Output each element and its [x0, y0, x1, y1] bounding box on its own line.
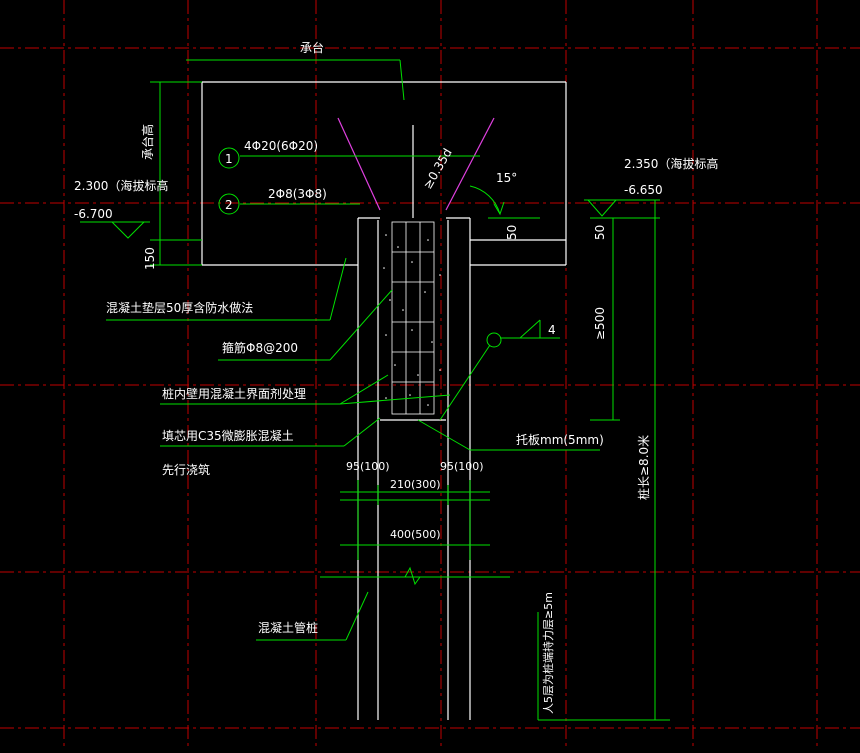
drawing-labels: 承台 4Φ20(6Φ20) 2Φ8(3Φ8) 1 2 ≥0.35d 15° 承台… — [74, 40, 718, 714]
cushion-label: 混凝土垫层50厚含防水做法 — [106, 300, 253, 315]
rebar-cage — [391, 221, 435, 415]
plate-label: 托板mm(5mm) — [516, 433, 604, 447]
dim-50-left: 50 — [505, 225, 519, 240]
anchor-label: ≥0.35d — [420, 146, 454, 191]
dim-210: 210(300) — [390, 478, 441, 491]
pile-length: 桩长≥8.0米 — [636, 435, 651, 500]
dim-500: ≥500 — [593, 307, 607, 340]
dim-95-left: 95(100) — [346, 460, 390, 473]
elevation-right-top: 2.350（海拔标高 — [624, 156, 718, 171]
bearing-layer-label: 人5层为桩端持力层≥5m — [541, 592, 555, 714]
cap-label: 承台 — [300, 40, 324, 55]
cap-height-label: 承台高 — [140, 124, 155, 160]
infill-label: 填芯用C35微膨胀混凝土 — [162, 428, 294, 443]
marker-1: 1 — [225, 152, 233, 166]
stirrup-label: 箍筋Φ8@200 — [222, 340, 298, 355]
elevation-right-bottom: -6.650 — [624, 183, 663, 197]
structure-outline — [201, 81, 567, 720]
dim-150: 150 — [143, 247, 157, 270]
flared-rebar — [337, 117, 495, 211]
marker-4: 4 — [548, 323, 556, 337]
concrete-speckle — [383, 234, 441, 406]
first-pour-label: 先行浇筑 — [162, 462, 210, 477]
dim-400: 400(500) — [390, 528, 441, 541]
inner-wall-label: 桩内壁用混凝土界面剂处理 — [162, 386, 306, 401]
marker-2: 2 — [225, 198, 233, 212]
rebar2-label: 2Φ8(3Φ8) — [268, 187, 327, 201]
dim-50-right: 50 — [593, 225, 607, 240]
dimension-lines — [80, 59, 670, 721]
dim-95-right: 95(100) — [440, 460, 484, 473]
pile-label: 混凝土管桩 — [258, 620, 318, 635]
elevation-left-top: 2.300（海拔标高 — [74, 178, 168, 193]
angle-label: 15° — [496, 171, 517, 185]
elevation-left-bottom: -6.700 — [74, 207, 113, 221]
rebar1-label: 4Φ20(6Φ20) — [244, 139, 318, 153]
